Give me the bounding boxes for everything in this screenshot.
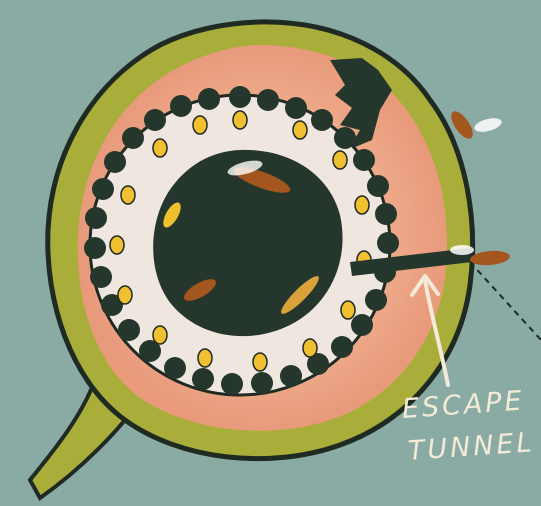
dashed-line [470, 262, 541, 340]
wasp [447, 108, 503, 142]
